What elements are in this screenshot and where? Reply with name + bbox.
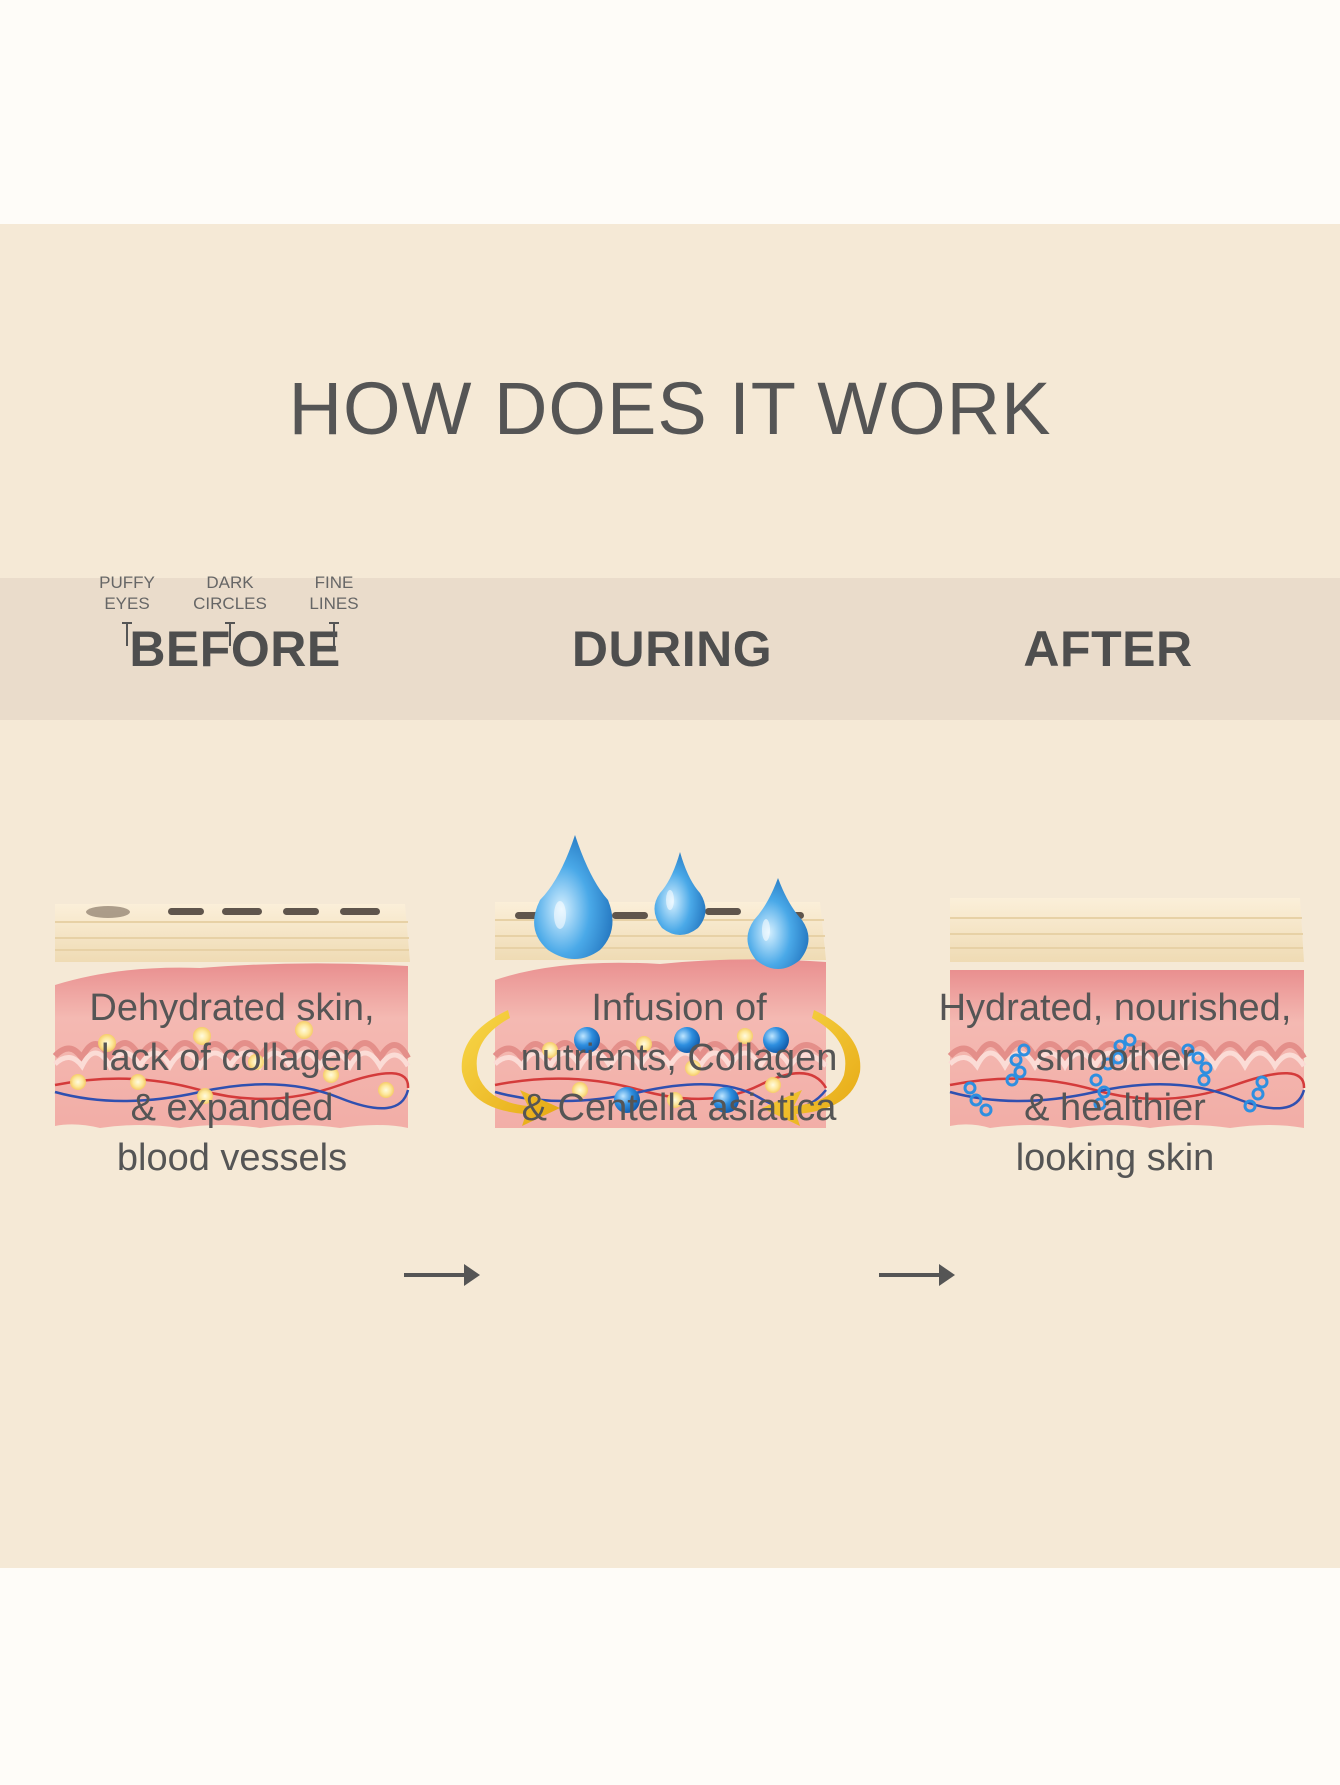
water-droplet-icon <box>534 835 613 959</box>
particle <box>295 1021 313 1039</box>
description-before-line: blood vessels <box>116 1137 348 1179</box>
wrinkle <box>612 912 648 919</box>
stage-label-after: AFTER <box>1023 621 1193 677</box>
description-before-line: Dehydrated skin, <box>89 987 375 1029</box>
particle <box>542 1042 558 1058</box>
description-after-line: smoother <box>1035 1037 1195 1079</box>
particle <box>70 1074 86 1090</box>
pin-icon <box>225 622 235 646</box>
skin-block-during <box>461 835 861 1128</box>
nutrient-particle <box>763 1027 789 1053</box>
description-before: Dehydrated skin, lack of collagen & expa… <box>27 983 437 1183</box>
stage-label-during: DURING <box>571 621 773 677</box>
particle <box>323 1067 339 1083</box>
description-after-line: Hydrated, nourished, <box>938 987 1292 1029</box>
page-title: HOW DOES IT WORK <box>288 367 1052 450</box>
main-panel: HOW DOES IT WORK BEFORE DURING AFTER <box>0 224 1340 1568</box>
description-during-line: & Centella asiatica <box>521 1087 837 1129</box>
stage-header-band: BEFORE DURING AFTER <box>0 578 1340 720</box>
nutrient-particle <box>574 1027 600 1053</box>
nutrient-particle <box>674 1027 700 1053</box>
wrinkle <box>705 908 741 915</box>
callout-fine-lines-line2: LINES <box>309 594 359 613</box>
particle <box>667 1092 683 1108</box>
blood-vessel <box>494 1071 828 1101</box>
particle <box>98 1034 116 1052</box>
particle <box>572 1082 588 1098</box>
description-before-line: lack of collagen <box>101 1037 363 1079</box>
description-before-line: & expanded <box>130 1087 334 1129</box>
wrinkle <box>86 906 130 918</box>
description-during-line: Infusion of <box>591 987 767 1029</box>
blood-vessel <box>949 1083 1306 1110</box>
collagen-chain <box>963 1033 1269 1117</box>
callout-puffy-eyes-line1: PUFFY <box>99 573 155 592</box>
water-droplet-icon <box>654 852 706 935</box>
particle <box>193 1027 211 1045</box>
callout-puffy-eyes: PUFFY EYES <box>72 572 182 646</box>
description-after: Hydrated, nourished, smoother & healthie… <box>910 983 1320 1183</box>
description-after-line: looking skin <box>1015 1137 1215 1179</box>
wrinkle <box>222 908 262 915</box>
circular-arrow-left-icon <box>461 1010 560 1126</box>
particle <box>636 1036 652 1052</box>
particle <box>765 1077 781 1093</box>
callout-fine-lines: FINE LINES <box>279 572 389 646</box>
nutrient-particle <box>713 1087 739 1113</box>
circular-arrow-right-icon <box>762 1010 861 1126</box>
water-droplet-icon <box>747 878 809 969</box>
stage-label-before: BEFORE <box>129 621 341 677</box>
arrow-right-icon <box>404 1264 480 1286</box>
blood-vessel <box>54 1083 410 1110</box>
particle <box>130 1074 146 1090</box>
description-after-line: & healthier <box>1024 1087 1206 1129</box>
callout-puffy-eyes-line2: EYES <box>104 594 150 613</box>
skin-block-before <box>52 904 411 1128</box>
description-during-line: nutrients, Collagen <box>520 1037 838 1079</box>
wrinkle <box>168 908 204 915</box>
wrinkle <box>340 908 380 915</box>
callout-fine-lines-line1: FINE <box>314 573 354 592</box>
particle <box>197 1088 213 1104</box>
callout-dark-circles: DARK CIRCLES <box>175 572 285 646</box>
blood-vessel <box>54 1072 410 1101</box>
skin-block-after <box>947 898 1307 1128</box>
particle <box>378 1082 394 1098</box>
arrow-right-icon <box>879 1264 955 1286</box>
pin-icon <box>329 622 339 646</box>
description-during: Infusion of nutrients, Collagen & Centel… <box>474 983 884 1133</box>
pin-icon <box>122 622 132 646</box>
particle <box>248 1054 264 1070</box>
particle <box>737 1028 753 1044</box>
callout-dark-circles-line2: CIRCLES <box>193 594 267 613</box>
nutrient-particle <box>614 1087 640 1113</box>
callout-dark-circles-line1: DARK <box>206 573 254 592</box>
particle <box>685 1060 701 1076</box>
wrinkle <box>283 908 319 915</box>
